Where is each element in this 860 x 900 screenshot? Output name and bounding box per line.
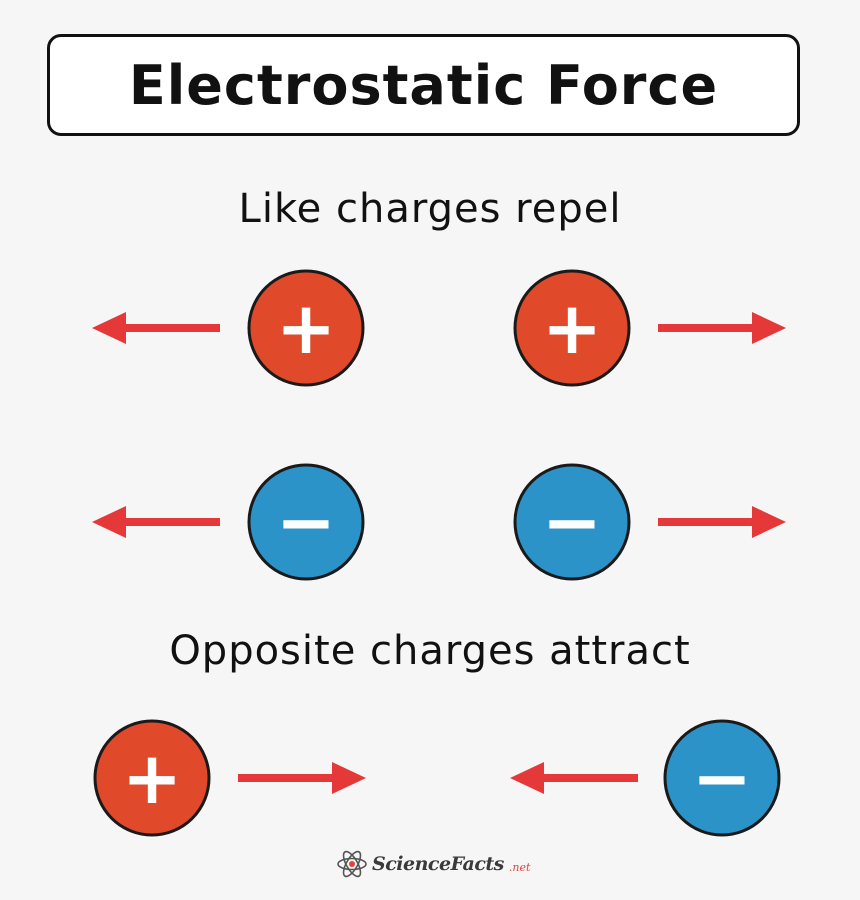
arrow-left xyxy=(510,762,638,794)
repel-heading: Like charges repel xyxy=(238,186,622,232)
logo-suffix: .net xyxy=(508,861,531,874)
positive-charge: + xyxy=(513,269,631,387)
arrow-right xyxy=(238,762,366,794)
logo-text: ScienceFacts xyxy=(372,853,504,875)
plus-sign: + xyxy=(542,286,602,370)
negative-charge: − xyxy=(247,463,365,581)
positive-charge: + xyxy=(93,719,211,837)
repel-row-positive: + + xyxy=(92,269,786,387)
title-box: Electrostatic Force xyxy=(47,34,800,136)
plus-sign: + xyxy=(276,286,336,370)
atom-icon xyxy=(337,850,367,878)
arrow-left xyxy=(92,312,220,344)
minus-sign: − xyxy=(542,480,602,564)
sciencefacts-logo: ScienceFacts .net xyxy=(336,846,530,882)
positive-charge: + xyxy=(247,269,365,387)
negative-charge: − xyxy=(663,719,781,837)
minus-sign: − xyxy=(692,736,752,820)
arrow-left xyxy=(92,506,220,538)
attract-row: + − xyxy=(93,719,781,837)
repel-row-negative: − − xyxy=(92,463,786,581)
minus-sign: − xyxy=(276,480,336,564)
arrow-right xyxy=(658,506,786,538)
attract-heading: Opposite charges attract xyxy=(169,628,691,674)
page-title: Electrostatic Force xyxy=(128,53,719,117)
plus-sign: + xyxy=(122,736,182,820)
negative-charge: − xyxy=(513,463,631,581)
arrow-right xyxy=(658,312,786,344)
